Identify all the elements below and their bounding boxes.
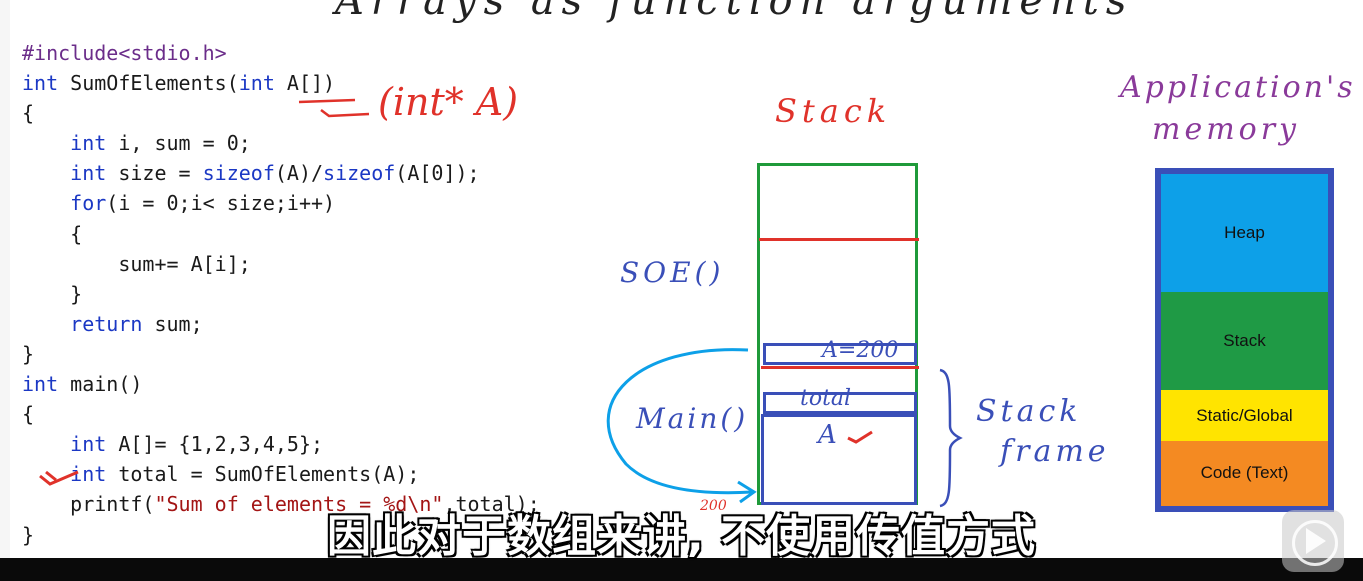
total-cell [763, 392, 917, 414]
stack-frame-bracket [939, 368, 963, 508]
code-token: int [238, 71, 275, 96]
code-token: } [22, 281, 83, 306]
memory-segment-heap: Heap [1161, 174, 1328, 292]
video-subtitle: 因此对于数组来讲, 不使用传值方式 [326, 511, 1037, 562]
stack-frame-label-line1: Stack [976, 394, 1082, 429]
code-token: A[]) [274, 71, 336, 96]
memory-segment-stack: Stack [1161, 292, 1328, 390]
code-line: } [22, 520, 540, 550]
code-token: sum; [142, 311, 203, 336]
code-token: { [22, 402, 35, 427]
app-memory-heading-line2: memory [1152, 112, 1300, 147]
code-line: int size = sizeof(A)/sizeof(A[0]); [22, 158, 540, 188]
code-token [22, 432, 70, 456]
memory-segment-code-text: Code (Text) [1161, 441, 1328, 506]
code-line: sum+= A[i]; [22, 249, 540, 279]
code-token: "Sum of elements = %d\n" [154, 492, 444, 517]
code-line: int main() [22, 369, 540, 399]
code-line: int i, sum = 0; [22, 128, 540, 158]
code-token: ,total); [443, 492, 540, 517]
code-line: { [22, 98, 540, 128]
code-line: printf("Sum of elements = %d\n",total); [22, 489, 540, 519]
app-memory-heading-line1: Application's [1120, 70, 1356, 105]
memory-segment-static-global: Static/Global [1161, 390, 1328, 441]
code-token [22, 191, 70, 215]
main-array-cell [761, 414, 917, 505]
application-memory-diagram: Heap Stack Static/Global Code (Text) [1155, 168, 1334, 512]
code-token: main() [58, 372, 143, 397]
code-line: return sum; [22, 309, 540, 339]
array-a-label: A [818, 420, 837, 450]
code-token [22, 131, 70, 155]
red-check-mark-icon [39, 470, 79, 486]
code-token [22, 161, 70, 185]
code-token: A[]= {1,2,3,4,5}; [106, 432, 324, 457]
code-token: for [70, 191, 107, 216]
code-token: int [70, 131, 107, 156]
param-underline-mark [298, 98, 370, 118]
code-token [22, 312, 70, 336]
pointer-arrow [606, 348, 757, 504]
code-token: int [70, 161, 107, 186]
code-token: return [70, 311, 143, 336]
code-token: } [22, 341, 35, 366]
stack-frame-label-line2: frame [1000, 434, 1110, 469]
code-token: #include [22, 41, 119, 65]
code-token: int [22, 372, 59, 397]
code-line: } [22, 339, 540, 369]
code-token: (i = 0;i< size;i++) [106, 191, 336, 216]
code-line: { [22, 399, 540, 429]
code-token: sizeof [323, 161, 396, 186]
code-block: #include<stdio.h>int SumOfElements(int A… [22, 38, 540, 550]
code-token: sum+= A[i]; [22, 251, 251, 276]
code-token: sizeof [202, 161, 275, 186]
stack-heading: Stack [775, 92, 892, 130]
stack-top-line [759, 238, 919, 241]
code-token: printf( [22, 492, 155, 517]
total-cell-label: total [800, 386, 852, 411]
code-token: int [22, 71, 59, 96]
code-token: (A)/ [274, 161, 324, 186]
address-200-label: 200 [700, 498, 727, 514]
soe-param-cell [763, 343, 917, 365]
code-token: SumOfElements( [58, 71, 239, 96]
code-token: <stdio.h> [118, 41, 227, 65]
code-line: int SumOfElements(int A[]) [22, 68, 540, 98]
code-line: for(i = 0;i< size;i++) [22, 188, 540, 218]
soe-frame-label: SOE() [620, 256, 725, 289]
code-token: size = [106, 161, 203, 186]
soe-frame-boundary-line [761, 366, 919, 369]
video-bottom-bar [0, 558, 1363, 581]
main-frame-label: Main() [636, 402, 749, 435]
video-left-border [0, 0, 10, 581]
a-equals-200-label: A=200 [822, 338, 899, 363]
red-tick-icon [847, 430, 873, 444]
code-line: } [22, 279, 540, 309]
code-token: { [22, 221, 83, 246]
code-token: (A[0]); [395, 161, 480, 186]
code-token: int [70, 432, 107, 457]
code-token: i, sum = 0; [106, 131, 251, 156]
code-line: #include<stdio.h> [22, 38, 540, 68]
code-line: int total = SumOfElements(A); [22, 459, 540, 489]
code-line: { [22, 219, 540, 249]
slide-title: Arrays as function arguments [335, 0, 1134, 24]
code-line: int A[]= {1,2,3,4,5}; [22, 429, 540, 459]
code-token: { [22, 101, 35, 126]
code-token: total = SumOfElements(A); [106, 462, 420, 487]
code-token: } [22, 522, 35, 547]
param-pointer-note: (int* A) [378, 80, 519, 124]
play-button-icon[interactable] [1282, 510, 1344, 572]
